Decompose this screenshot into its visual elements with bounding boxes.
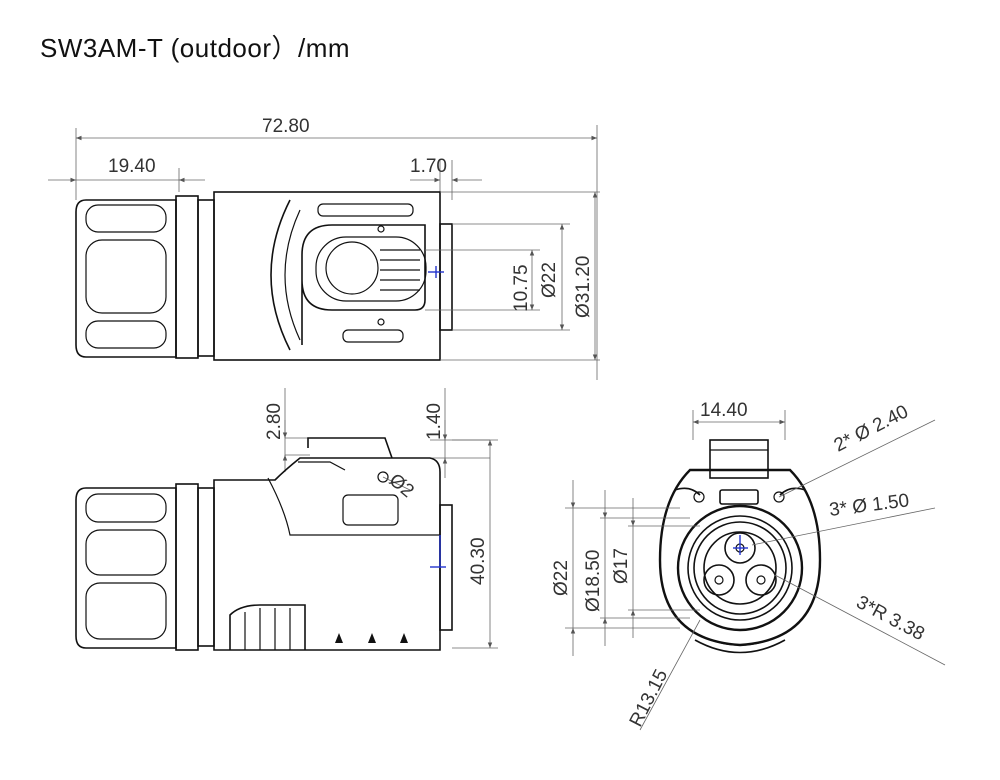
dim-dia-17: Ø17 <box>611 548 632 584</box>
drawing-title: SW3AM-T (outdoor）/mm <box>40 33 351 63</box>
dim-dia-22: Ø22 <box>551 560 572 596</box>
dim-latch-rise: 2.80 <box>264 403 285 440</box>
dim-nut-length: 19.40 <box>108 156 156 177</box>
side-view: 2.80 1.40 Ø2 <box>75 388 498 651</box>
dim-end-width: 14.40 <box>700 400 748 421</box>
dim-step: 1.70 <box>410 156 447 177</box>
end-view: 14.40 <box>551 400 946 730</box>
dim-latch-height: 10.75 <box>511 264 532 312</box>
dim-holes-big: 2* Ø 2.40 <box>831 401 912 456</box>
top-view: 72.80 19.40 1.70 <box>48 116 600 380</box>
dim-pin-radius: 3*R 3.38 <box>853 592 928 645</box>
dim-holes-small: 3* Ø 1.50 <box>828 490 910 521</box>
dim-hole: Ø2 <box>385 470 418 502</box>
dim-overall-length: 72.80 <box>262 116 310 137</box>
dim-outer-dia: Ø31.20 <box>573 256 594 318</box>
dim-lip: 1.40 <box>424 403 445 440</box>
dim-height: 40.30 <box>468 537 489 585</box>
dim-dia-18-5: Ø18.50 <box>583 550 604 612</box>
dim-face-radius: R13.15 <box>626 666 673 730</box>
dim-body-dia: Ø22 <box>539 262 560 298</box>
